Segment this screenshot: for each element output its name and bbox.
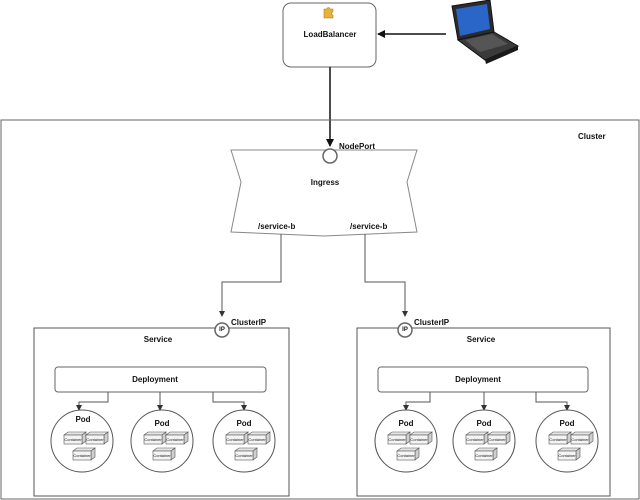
container-label: Container (248, 437, 266, 442)
container-box (85, 434, 105, 445)
pod-label: Pod (75, 415, 91, 424)
service-label: Service (466, 335, 496, 344)
container-label: Container (64, 437, 82, 442)
container-group (63, 431, 594, 461)
container-label: Container (558, 453, 576, 458)
laptop-icon (451, 0, 520, 64)
pod-label: Pod (236, 419, 252, 428)
container-box (143, 434, 163, 445)
ingress-label: Ingress (310, 178, 340, 187)
container-box (570, 434, 590, 445)
container-box (152, 450, 172, 461)
ip-circle-left (214, 322, 230, 338)
deployment-label: Deployment (455, 375, 501, 384)
ip-label: IP (402, 327, 408, 333)
container-box (557, 450, 577, 461)
container-label: Container (549, 437, 567, 442)
deploy-to-pod-connector (535, 392, 570, 411)
cluster-box (0, 119, 640, 500)
deploy-to-pod-connector (76, 392, 109, 411)
container-label: Container (235, 453, 253, 458)
container-label: Container (488, 437, 506, 442)
pod-label: Pod (559, 419, 575, 428)
container-label: Container (410, 437, 428, 442)
container-box (548, 434, 568, 445)
deployment-label: Deployment (132, 375, 178, 384)
puzzle-icon (323, 7, 334, 19)
container-box (409, 434, 429, 445)
container-label: Container (73, 453, 91, 458)
container-box (234, 450, 254, 461)
container-label: Container (86, 437, 104, 442)
container-label: Container (397, 453, 415, 458)
deploy-to-pod-connector (212, 392, 247, 411)
deployment-box-right (377, 366, 589, 393)
ingress-shape (230, 149, 418, 237)
pod-label: Pod (476, 419, 492, 428)
container-box (487, 434, 507, 445)
ip-label: IP (219, 327, 225, 333)
container-label: Container (144, 437, 162, 442)
route-right-connector (364, 234, 408, 317)
route-left-connector (219, 234, 282, 317)
container-label: Container (166, 437, 184, 442)
pod-label: Pod (154, 419, 170, 428)
container-box (165, 434, 185, 445)
container-box (72, 450, 92, 461)
clusterip-label: ClusterIP (414, 318, 450, 327)
container-label: Container (466, 437, 484, 442)
container-box (387, 434, 407, 445)
container-label: Container (475, 453, 493, 458)
container-box (396, 450, 416, 461)
container-box (474, 450, 494, 461)
container-box (225, 434, 245, 445)
clusterip-label: ClusterIP (231, 318, 267, 327)
container-box (465, 434, 485, 445)
container-box (247, 434, 267, 445)
route-left-label: /service-b (258, 222, 296, 231)
container-box (63, 434, 83, 445)
route-right-label: /service-b (350, 222, 388, 231)
container-label: Container (388, 437, 406, 442)
service-label: Service (143, 335, 173, 344)
pod-label: Pod (398, 419, 414, 428)
container-label: Container (571, 437, 589, 442)
container-label: Container (153, 453, 171, 458)
container-label: Container (226, 437, 244, 442)
deploy-to-pod-connector (403, 392, 431, 411)
nodeport-circle (322, 148, 338, 164)
nodeport-label: NodePort (339, 142, 375, 151)
load-balancer-label: LoadBalancer (303, 30, 357, 39)
ip-circle-right (397, 322, 413, 338)
cluster-label: Cluster (578, 132, 606, 141)
